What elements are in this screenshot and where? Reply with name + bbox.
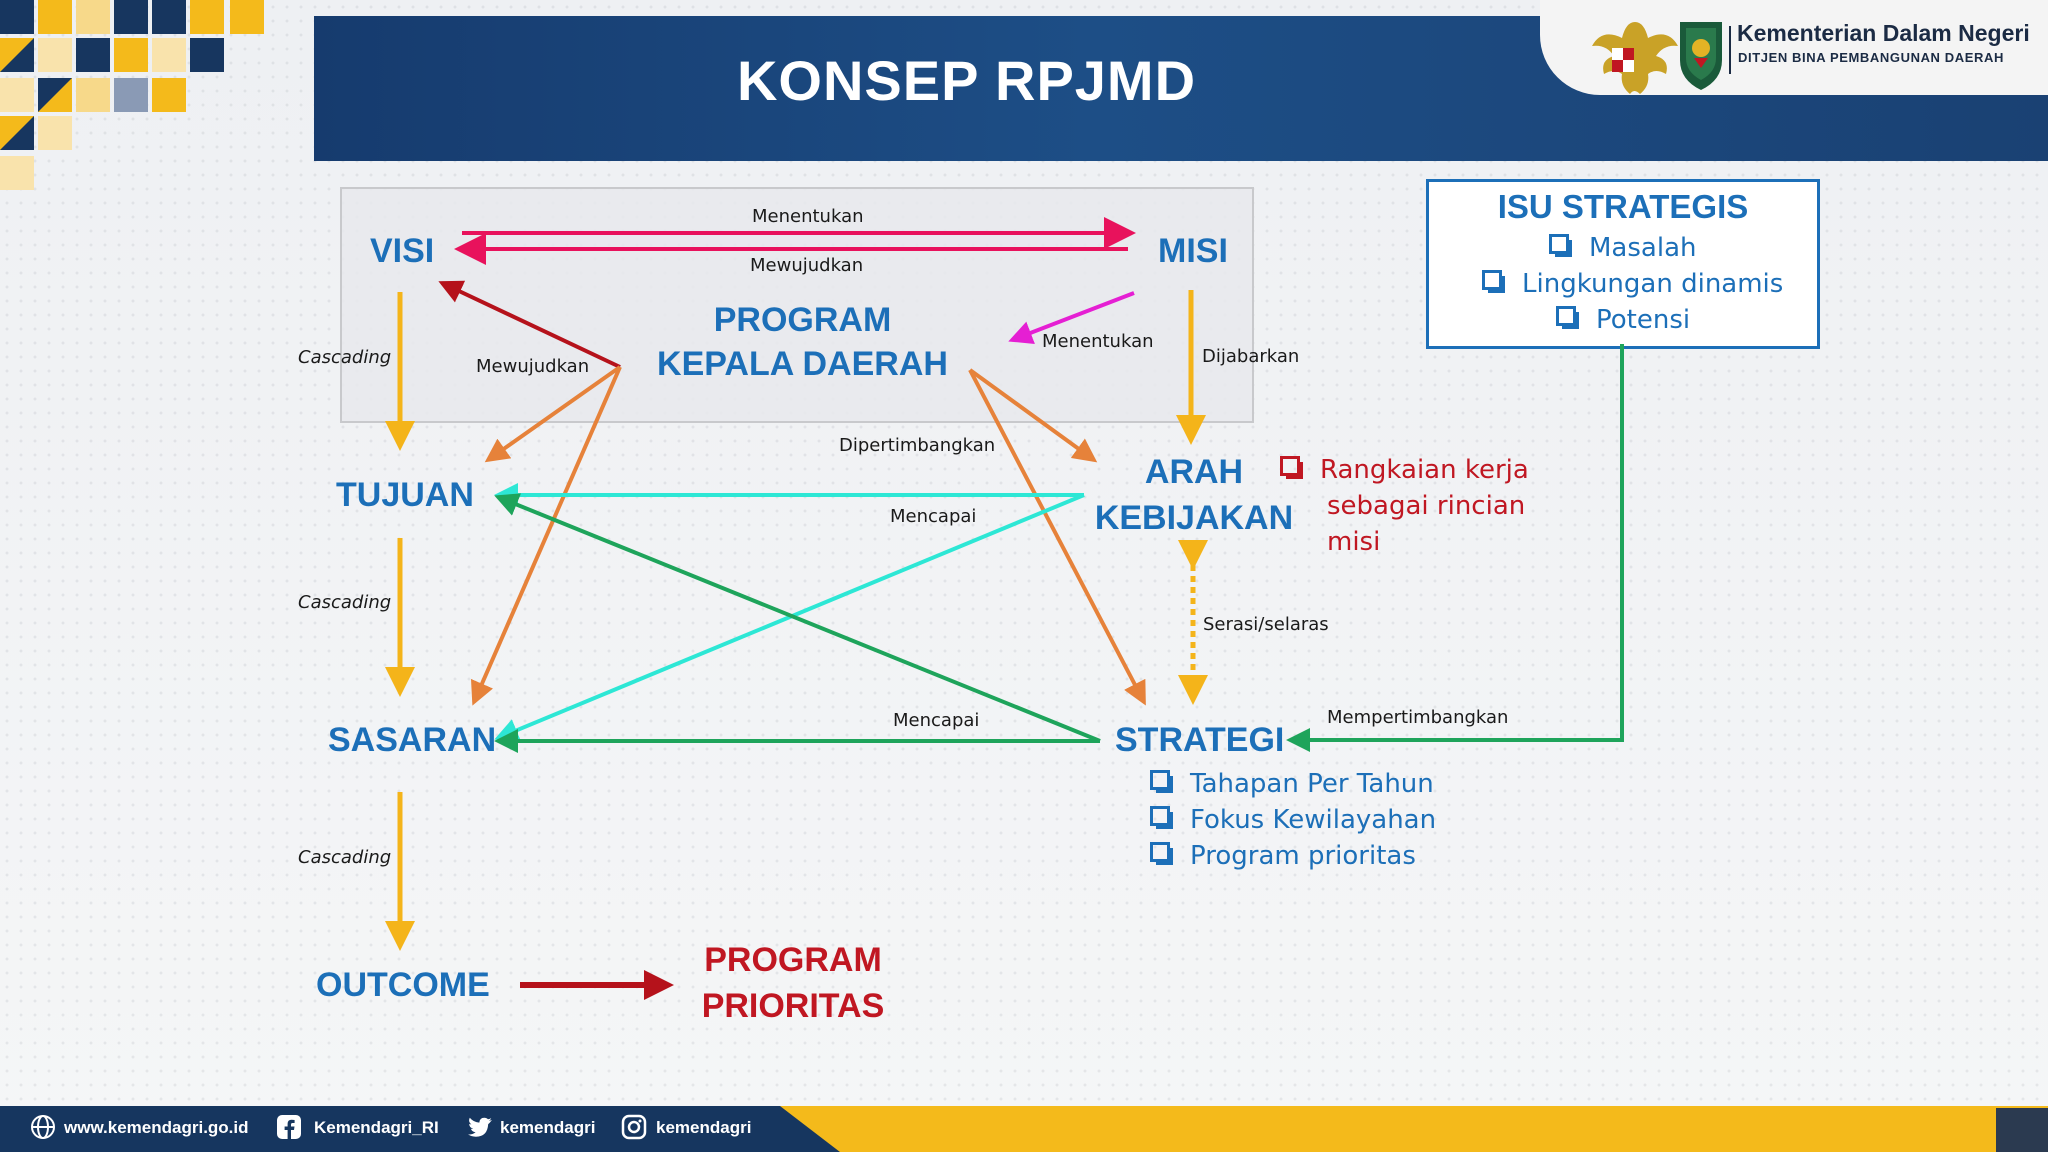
facebook-icon: [277, 1115, 301, 1139]
node-program-prioritas: PROGRAM PRIORITAS: [701, 941, 885, 1025]
strategi-items: Tahapan Per Tahun Fokus Kewilayahan Prog…: [1150, 766, 1436, 874]
globe-icon: [31, 1115, 55, 1139]
label-mencapai-upper: Mencapai: [890, 506, 977, 527]
node-visi: VISI: [370, 232, 435, 270]
garuda-emblem-icon: [1592, 22, 1678, 94]
twitter-icon: [468, 1117, 492, 1137]
footer-facebook[interactable]: Kemendagri_RI: [314, 1118, 439, 1137]
node-tujuan: TUJUAN: [336, 476, 474, 514]
isu-item-masalah: Masalah: [1549, 230, 1696, 266]
checkbox-icon: [1549, 234, 1572, 257]
footer-website[interactable]: www.kemendagri.go.id: [64, 1118, 249, 1137]
arrow-program-to-tujuan: [484, 365, 622, 463]
strategi-item: Program prioritas: [1150, 838, 1436, 874]
node-strategi: STRATEGI: [1115, 721, 1285, 759]
label-mewujudkan-top: Mewujudkan: [750, 255, 864, 276]
label-dipertimbangkan: Dipertimbangkan: [839, 435, 996, 456]
instagram-icon: [621, 1114, 647, 1140]
checkbox-icon: [1482, 270, 1505, 293]
checkbox-icon: [1556, 306, 1579, 329]
ministry-subtitle: DITJEN BINA PEMBANGUNAN DAERAH: [1738, 50, 2004, 65]
footer-instagram[interactable]: kemendagri: [656, 1118, 752, 1137]
arrow-program-to-arah: [968, 368, 1098, 463]
label-cascading-1: Cascading: [298, 347, 392, 368]
label-serasi-selaras: Serasi/selaras: [1203, 614, 1329, 635]
arrow-program-to-sasaran: [470, 366, 622, 706]
node-outcome: OUTCOME: [316, 966, 490, 1004]
isu-item-potensi: Potensi: [1556, 302, 1690, 338]
header-logos: [1592, 22, 1731, 94]
node-misi: MISI: [1158, 232, 1228, 270]
label-cascading-3: Cascading: [298, 847, 392, 868]
checkbox-icon: [1150, 770, 1173, 793]
label-cascading-2: Cascading: [298, 592, 392, 613]
label-menentukan-top: Menentukan: [752, 206, 864, 227]
arrow-misi-to-program: [1008, 291, 1135, 345]
footer-twitter[interactable]: kemendagri: [500, 1118, 596, 1137]
arah-kebijakan-note: Rangkaian kerja sebagai rincian misi: [1280, 452, 1529, 560]
node-sasaran: SASARAN: [328, 721, 497, 759]
checkbox-icon: [1280, 456, 1303, 479]
logo-divider: [1729, 26, 1731, 74]
checkbox-icon: [1150, 806, 1173, 829]
node-program-kepala-daerah: PROGRAM KEPALA DAERAH: [657, 301, 948, 384]
footer-dark-band: [0, 1106, 840, 1152]
footer-corner-block: [1996, 1108, 2048, 1152]
arrow-isu-to-strategi: [1286, 344, 1624, 752]
arrow-strategi-to-tujuan: [494, 493, 1101, 743]
isu-strategis-box: ISU STRATEGIS: [1426, 179, 1820, 349]
label-mewujudkan-left: Mewujudkan: [476, 356, 590, 377]
ministry-name: Kementerian Dalam Negeri: [1737, 20, 2030, 46]
isu-strategis-title: ISU STRATEGIS: [1497, 188, 1749, 225]
strategi-item: Tahapan Per Tahun: [1150, 766, 1436, 802]
label-dijabarkan: Dijabarkan: [1202, 346, 1300, 367]
label-menentukan-right: Menentukan: [1042, 331, 1154, 352]
kemendagri-shield-icon: [1680, 22, 1722, 90]
label-mempertimbangkan: Mempertimbangkan: [1327, 707, 1509, 728]
page-title: KONSEP RPJMD: [736, 49, 1197, 112]
arrow-program-to-visi: [438, 280, 621, 369]
arrow-program-to-strategi: [968, 369, 1146, 706]
label-mencapai-lower: Mencapai: [893, 710, 980, 731]
checkbox-icon: [1150, 842, 1173, 865]
isu-item-lingkungan: Lingkungan dinamis: [1482, 266, 1783, 302]
corner-pattern: [0, 0, 264, 190]
node-arah-kebijakan: ARAH KEBIJAKAN: [1094, 453, 1294, 537]
strategi-item: Fokus Kewilayahan: [1150, 802, 1436, 838]
